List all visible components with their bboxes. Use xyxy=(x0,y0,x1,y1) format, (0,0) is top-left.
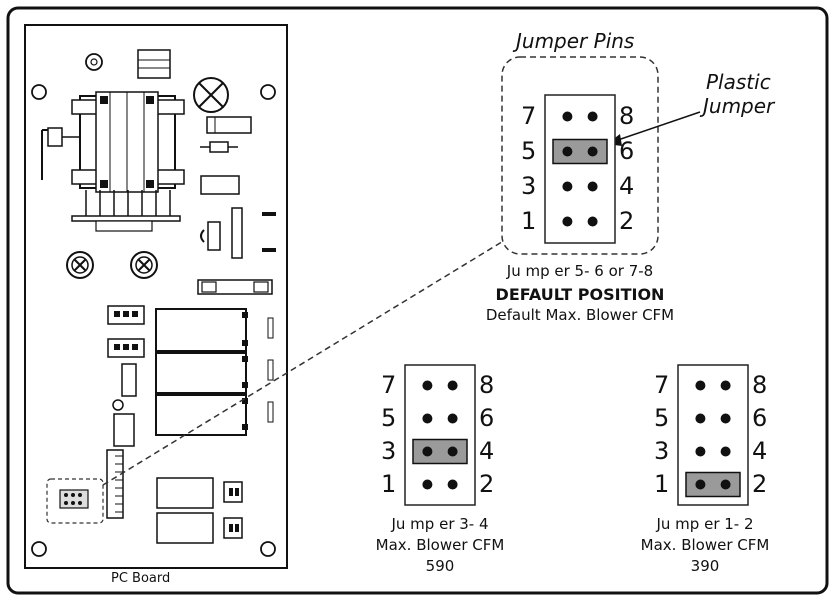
board-component xyxy=(206,116,252,134)
mount-hole xyxy=(260,84,276,100)
board-component xyxy=(112,399,124,411)
board-component xyxy=(207,221,221,251)
pin-8 xyxy=(720,380,731,391)
option-390-caption-line1: Ju mp er 1- 2 xyxy=(656,515,754,533)
pin-7 xyxy=(562,111,573,122)
pin-number-8: 8 xyxy=(479,370,495,399)
pin-5 xyxy=(695,413,706,424)
pin-number-4: 4 xyxy=(479,436,495,465)
pin-8 xyxy=(587,111,598,122)
pin-number-6: 6 xyxy=(479,403,495,432)
callout-title: Jumper Pins xyxy=(516,29,635,53)
mount-hole xyxy=(85,53,103,71)
pin-number-3: 3 xyxy=(521,171,537,200)
board-component xyxy=(156,512,214,544)
pin-number-5: 5 xyxy=(521,136,537,165)
screw-icon xyxy=(130,251,158,279)
default-caption-line1: Ju mp er 5- 6 or 7-8 xyxy=(506,262,654,280)
mount-hole xyxy=(260,541,276,557)
option-590-caption-line3: 590 xyxy=(425,557,455,575)
pin-number-7: 7 xyxy=(654,370,670,399)
plastic-jumper xyxy=(552,138,608,165)
plastic-jumper xyxy=(412,438,468,465)
option-390-caption-line3: 390 xyxy=(690,557,720,575)
pin-6 xyxy=(720,413,731,424)
pin-3 xyxy=(695,446,706,457)
pin-number-4: 4 xyxy=(619,171,635,200)
pin-number-2: 2 xyxy=(479,469,495,498)
pin-number-1: 1 xyxy=(521,206,537,235)
pin-number-8: 8 xyxy=(619,101,635,130)
pin-2 xyxy=(447,479,458,490)
pin-number-4: 4 xyxy=(752,436,768,465)
board-component xyxy=(137,49,171,79)
relay xyxy=(155,308,274,436)
plastic-jumper-label-line1: Plastic xyxy=(706,70,771,94)
jumper-block-590 xyxy=(404,364,476,506)
pin-5 xyxy=(422,413,433,424)
pin-number-8: 8 xyxy=(752,370,768,399)
pin-number-2: 2 xyxy=(752,469,768,498)
pc-board-label: PC Board xyxy=(111,571,171,586)
mount-hole xyxy=(31,84,47,100)
callout-leader-line xyxy=(102,239,506,486)
pin-3 xyxy=(422,446,433,457)
pin-number-6: 6 xyxy=(619,136,635,165)
jumper-header-outline xyxy=(544,94,616,244)
jumper-block-390 xyxy=(677,364,749,506)
board-component xyxy=(231,207,243,259)
pointer-arrow xyxy=(614,111,701,142)
pin-1 xyxy=(695,479,706,490)
pin-4 xyxy=(587,181,598,192)
plastic-jumper-label-line2: Jumper xyxy=(703,94,775,118)
mount-hole xyxy=(90,58,98,66)
pin-number-6: 6 xyxy=(752,403,768,432)
plastic-jumper xyxy=(685,471,741,498)
board-component xyxy=(156,477,214,509)
heatsink xyxy=(71,190,181,232)
transformer xyxy=(71,91,185,193)
pin-number-1: 1 xyxy=(654,469,670,498)
pin-number-3: 3 xyxy=(381,436,397,465)
pin-3 xyxy=(562,181,573,192)
board-component xyxy=(200,175,240,195)
pin-number-7: 7 xyxy=(521,101,537,130)
pin-6 xyxy=(447,413,458,424)
diode xyxy=(209,141,229,153)
pin-6 xyxy=(587,146,598,157)
connector xyxy=(113,413,135,447)
board-jumper-highlight xyxy=(46,478,104,524)
option-590-caption-line1: Ju mp er 3- 4 xyxy=(391,515,489,533)
pin-number-1: 1 xyxy=(381,469,397,498)
screw-icon xyxy=(66,251,94,279)
jumper-block-default xyxy=(544,94,616,244)
pin-4 xyxy=(447,446,458,457)
pin-number-5: 5 xyxy=(381,403,397,432)
fuse xyxy=(197,279,273,295)
option-390-caption-line2: Max. Blower CFM xyxy=(640,536,770,554)
jumper-header-outline xyxy=(404,364,476,506)
pin-5 xyxy=(562,146,573,157)
pin-4 xyxy=(720,446,731,457)
board-component xyxy=(121,363,137,397)
pin-1 xyxy=(422,479,433,490)
pin-8 xyxy=(447,380,458,391)
pin-number-3: 3 xyxy=(654,436,670,465)
mount-hole xyxy=(31,541,47,557)
pin-number-7: 7 xyxy=(381,370,397,399)
pin-number-5: 5 xyxy=(654,403,670,432)
board-jumper-block xyxy=(59,489,89,509)
pin-7 xyxy=(695,380,706,391)
pin-1 xyxy=(562,216,573,227)
default-caption-line2: DEFAULT POSITION xyxy=(495,285,665,304)
terminal-strip xyxy=(106,449,124,519)
terminal-connector xyxy=(41,127,80,180)
pin-2 xyxy=(720,479,731,490)
pin-number-2: 2 xyxy=(619,206,635,235)
option-590-caption-line2: Max. Blower CFM xyxy=(375,536,505,554)
pin-7 xyxy=(422,380,433,391)
default-caption-line3: Default Max. Blower CFM xyxy=(485,306,675,324)
pin-2 xyxy=(587,216,598,227)
